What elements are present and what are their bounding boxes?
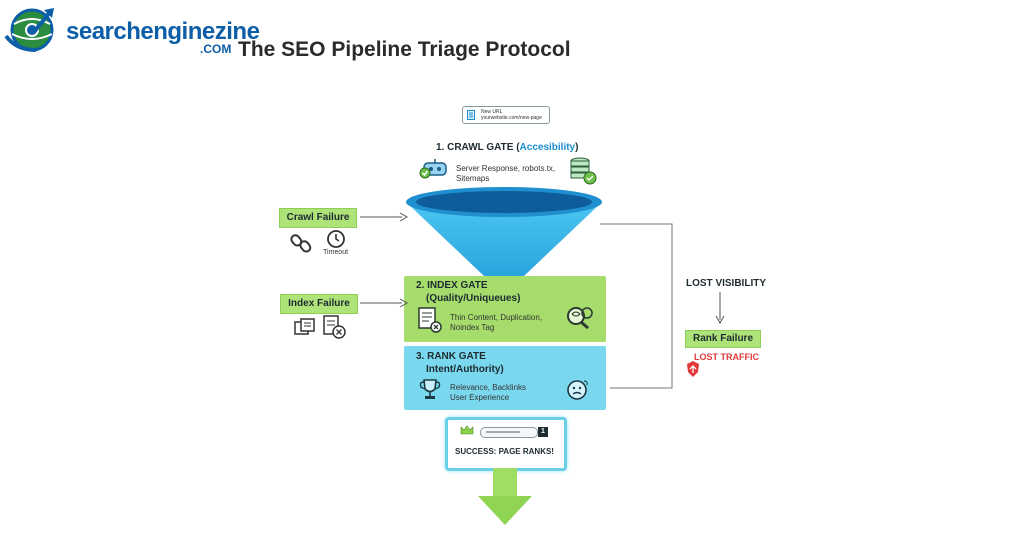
clock-icon [327, 230, 345, 248]
index-failure-arrow [360, 298, 408, 308]
index-gate-subtitle: (Quality/Uniqueues) [426, 293, 521, 304]
lost-visibility-connector [600, 223, 673, 389]
logo-name: searchenginezine [66, 18, 260, 45]
logo: searchenginezine .COM [4, 6, 260, 56]
page-title: The SEO Pipeline Triage Protocol [238, 38, 571, 61]
lost-visibility-label: LOST VISIBILITY [686, 278, 767, 289]
crawl-gate-title: 1. CRAWL GATE (Accesibility) [436, 142, 579, 153]
crawl-failure-label: Crawl Failure [279, 208, 357, 228]
confused-face-icon [567, 380, 588, 400]
index-gate-line1: Thin Content, Duplication, [450, 313, 543, 322]
search-result-bar-fill [486, 431, 520, 433]
noindex-page-icon [323, 315, 346, 339]
crawl-gate-highlight: Accesibility [519, 142, 576, 153]
lost-traffic-label: LOST TRAFFIC [694, 352, 759, 362]
url-label: New URL [481, 109, 503, 115]
success-down-arrow [478, 468, 532, 525]
logo-suffix: .COM [200, 42, 232, 56]
broken-link-icon [290, 234, 312, 253]
success-label: SUCCESS: PAGE RANKS! [455, 447, 554, 456]
duplicate-pages-icon [294, 318, 315, 335]
crown-icon [460, 425, 474, 435]
crawl-gate-line2: Sitemaps [456, 174, 490, 183]
document-icon [467, 110, 475, 120]
database-check-icon [570, 157, 597, 185]
index-gate-line2: Noindex Tag [450, 323, 495, 332]
alert-shield-icon [687, 361, 699, 377]
rank-failure-label: Rank Failure [685, 330, 761, 348]
trophy-icon [419, 379, 441, 399]
robot-check-icon [419, 159, 447, 179]
funnel [406, 187, 602, 276]
rank-number-badge: 1 [538, 427, 548, 437]
lost-visibility-arrow [715, 292, 725, 324]
new-url-box: New URL yourwebsite.com/new-page [462, 106, 550, 124]
url-value: yourwebsite.com/new-page [481, 115, 542, 121]
crawl-failure-arrow [360, 212, 408, 222]
magnifier-brain-icon [567, 307, 593, 330]
index-gate-title: 2. INDEX GATE [416, 280, 488, 291]
rank-gate-line1: Relevance, Backlinks [450, 383, 527, 392]
rank-gate-line2: User Experience [450, 393, 510, 402]
rank-gate-title: 3. RANK GATE [416, 351, 486, 362]
rank-gate-box [404, 346, 606, 410]
document-error-icon [418, 307, 442, 333]
globe-logo-icon [4, 8, 54, 52]
success-box [445, 417, 567, 471]
index-failure-label: Index Failure [280, 294, 358, 314]
rank-gate-subtitle: Intent/Authority) [426, 364, 504, 375]
timeout-label: Timeout [323, 249, 349, 256]
crawl-gate-line1: Server Response, robots.tx, [456, 164, 556, 173]
